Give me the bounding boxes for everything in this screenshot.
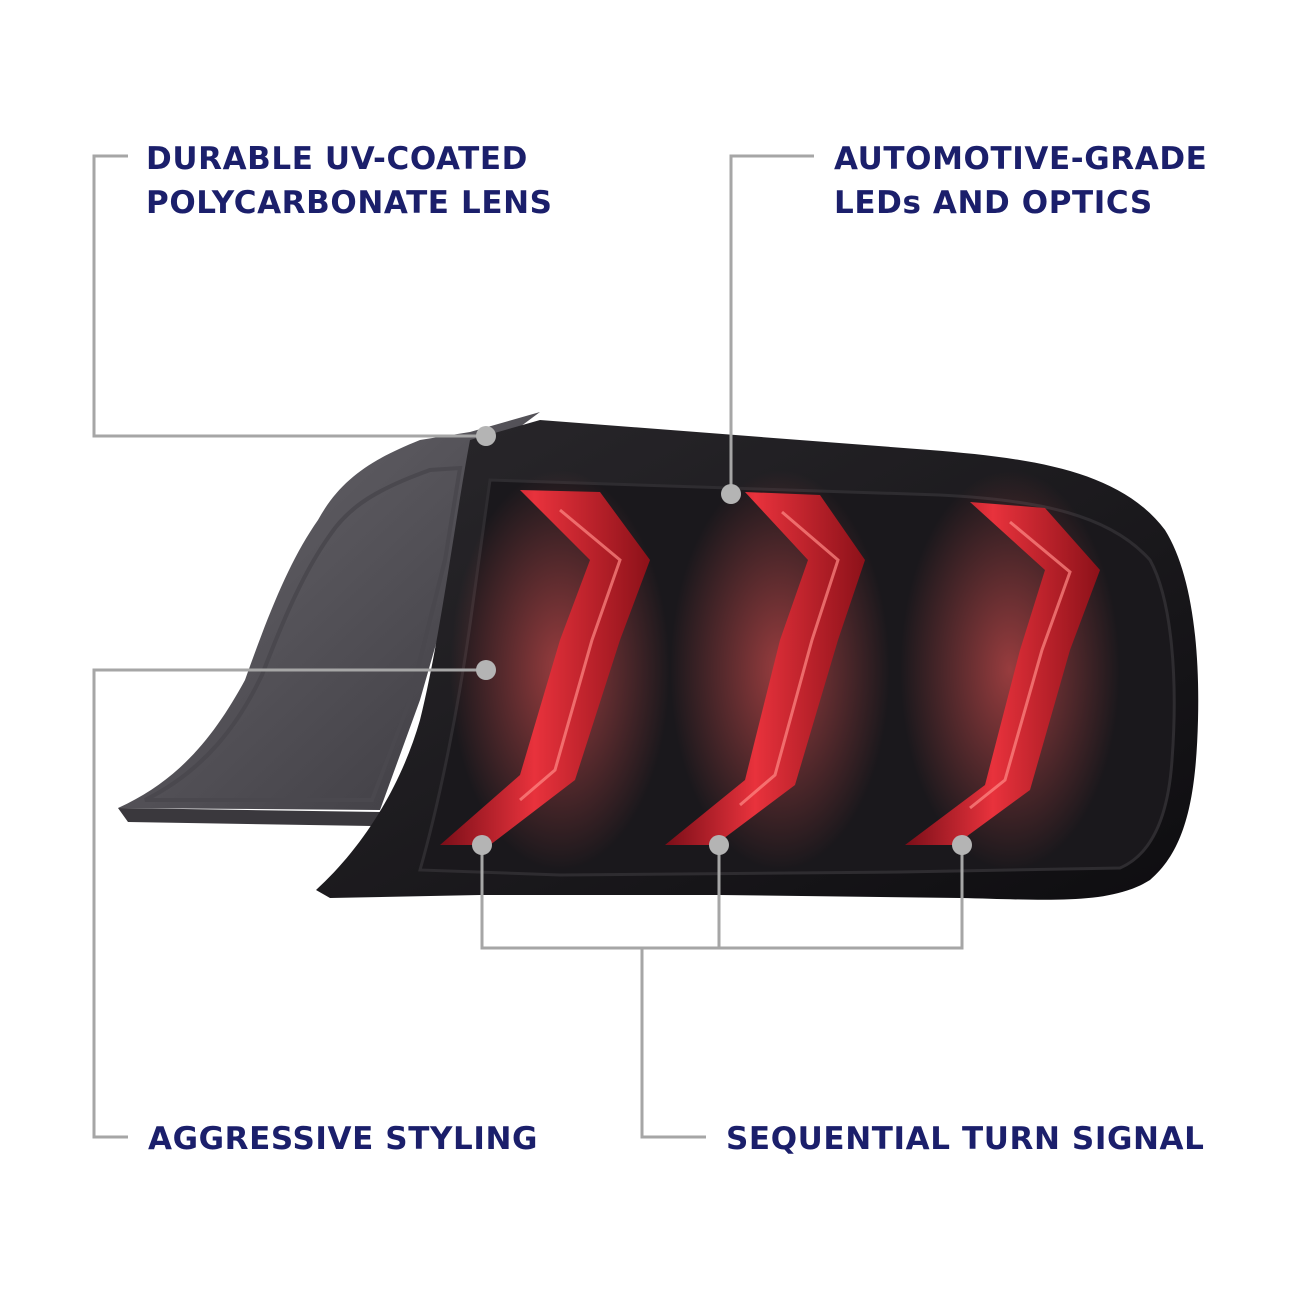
callout-dot-styling: [476, 660, 496, 680]
leader-lines: [92, 154, 964, 1139]
led-bar-3: [900, 470, 1120, 870]
callout-dot-signal-1: [472, 835, 492, 855]
callout-dot-lens: [476, 426, 496, 446]
leader-line-styling: [92, 668, 486, 1139]
callout-turn-signal-text: SEQUENTIAL TURN SIGNAL: [726, 1121, 1205, 1157]
callout-lens: DURABLE UV-COATED POLYCARBONATE LENS: [146, 137, 553, 225]
callout-styling-text: AGGRESSIVE STYLING: [148, 1121, 539, 1157]
callout-turn-signal: SEQUENTIAL TURN SIGNAL: [726, 1117, 1205, 1161]
callout-dot-signal-2: [709, 835, 729, 855]
leader-line-leds: [729, 154, 814, 492]
callout-leds-line2: LEDs AND OPTICS: [834, 185, 1153, 221]
leader-line-turn-signal: [480, 845, 964, 950]
callout-dots: [472, 426, 972, 855]
leader-line-lens: [92, 154, 486, 438]
callout-styling: AGGRESSIVE STYLING: [148, 1117, 538, 1161]
led-bar-1: [440, 470, 670, 870]
callout-lens-line2: POLYCARBONATE LENS: [146, 185, 553, 221]
mounting-plate: [118, 412, 540, 826]
callout-leds-line1: AUTOMOTIVE-GRADE: [834, 141, 1208, 177]
callout-leds: AUTOMOTIVE-GRADE LEDs AND OPTICS: [834, 137, 1207, 225]
callout-dot-signal-3: [952, 835, 972, 855]
led-bar-2: [665, 470, 890, 870]
callout-lens-line1: DURABLE UV-COATED: [146, 141, 529, 177]
callout-dot-leds: [721, 484, 741, 504]
